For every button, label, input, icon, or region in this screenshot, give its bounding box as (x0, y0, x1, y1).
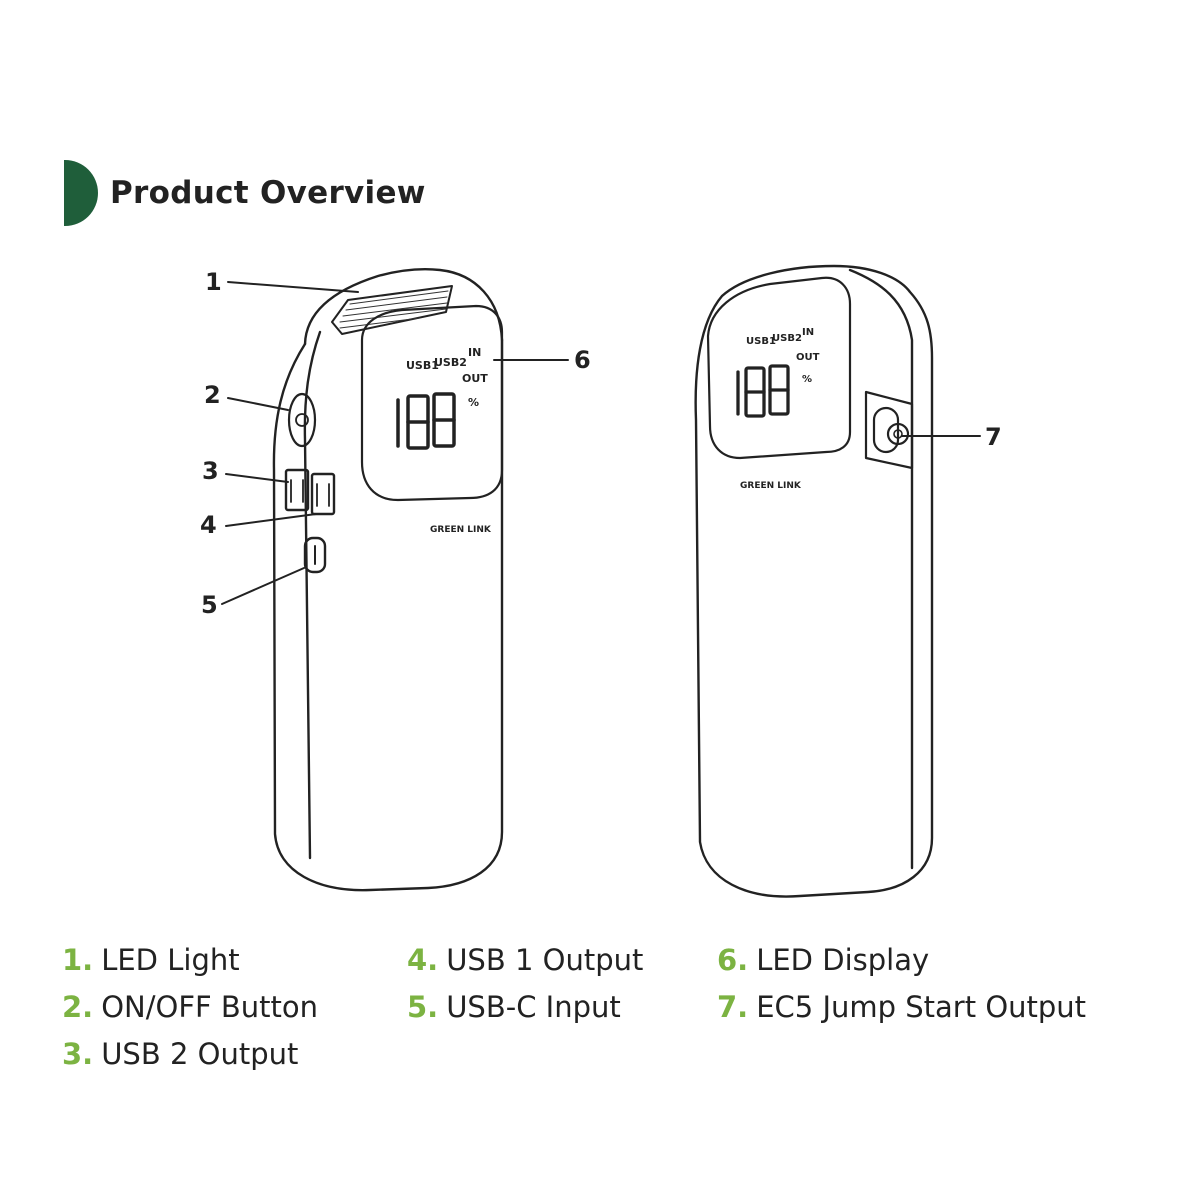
callout-3: 3 (202, 457, 219, 485)
left-lcd-usb1: USB1 (406, 359, 439, 372)
led-light-grille-texture (339, 290, 449, 329)
right-brand-text: GREEN LINK (740, 481, 802, 491)
callout-numbers: 1 2 3 4 5 6 7 (200, 268, 1002, 619)
left-lcd-percent: % (468, 396, 479, 409)
callout-5: 5 (201, 591, 218, 619)
right-display-window (706, 276, 852, 460)
usb-1-port[interactable] (310, 472, 336, 516)
legend-label: USB 1 Output (446, 943, 644, 977)
page-title: Product Overview (110, 175, 426, 211)
right-lcd-usb1: USB1 (746, 336, 776, 347)
left-lcd-in: IN (468, 346, 481, 359)
callout-1: 1 (205, 268, 222, 296)
right-device-side-edge (848, 268, 914, 870)
legend-column-1: 1.LED Light 2.ON/OFF Button 3.USB 2 Outp… (62, 940, 407, 1081)
legend-label: LED Display (756, 943, 930, 977)
left-display-window (360, 304, 504, 502)
left-display-labels: USB1 USB2 IN OUT % GREEN LINK (406, 346, 492, 535)
callout-4: 4 (200, 511, 217, 539)
led-light-grille (331, 285, 453, 335)
legend-number: 7. (717, 990, 749, 1024)
legend-number: 5. (407, 990, 439, 1024)
legend-item-usb-1-output: 4.USB 1 Output (407, 940, 717, 987)
legend: 1.LED Light 2.ON/OFF Button 3.USB 2 Outp… (62, 940, 1147, 1081)
legend-label: USB 2 Output (101, 1037, 299, 1071)
legend-item-usb-2-output: 3.USB 2 Output (62, 1034, 407, 1081)
callout-7: 7 (985, 423, 1002, 451)
legend-item-led-light: 1.LED Light (62, 940, 407, 987)
right-lcd-out: OUT (796, 352, 820, 363)
left-lcd-usb2: USB2 (434, 356, 467, 369)
right-display-digits (736, 364, 790, 418)
left-device-side-edge (303, 330, 322, 860)
legend-number: 3. (62, 1037, 94, 1071)
legend-number: 4. (407, 943, 439, 977)
left-brand-text: GREEN LINK (430, 525, 492, 535)
legend-item-led-display: 6.LED Display (717, 940, 1147, 987)
usb-port-details (290, 479, 330, 507)
legend-item-on-off-button: 2.ON/OFF Button (62, 987, 407, 1034)
legend-number: 2. (62, 990, 94, 1024)
callout-6: 6 (574, 346, 591, 374)
right-device (694, 264, 934, 898)
right-lcd-usb2: USB2 (772, 333, 802, 344)
legend-item-usb-c-input: 5.USB-C Input (407, 987, 717, 1034)
left-device (272, 268, 504, 892)
power-button[interactable] (287, 392, 317, 448)
right-display-labels: USB1 USB2 IN OUT % GREEN LINK (740, 327, 820, 491)
legend-column-3: 6.LED Display 7.EC5 Jump Start Output (717, 940, 1147, 1081)
legend-item-ec5-jump-start-output: 7.EC5 Jump Start Output (717, 987, 1147, 1034)
right-device-body (694, 264, 934, 898)
right-lcd-in: IN (802, 327, 814, 338)
legend-label: USB-C Input (446, 990, 621, 1024)
section-header: Product Overview (64, 158, 426, 228)
callout-leaders (221, 281, 981, 605)
left-lcd-out: OUT (462, 372, 488, 385)
legend-label: LED Light (101, 943, 240, 977)
legend-label: ON/OFF Button (101, 990, 319, 1024)
legend-number: 1. (62, 943, 94, 977)
legend-number: 6. (717, 943, 749, 977)
legend-label: EC5 Jump Start Output (756, 990, 1087, 1024)
callout-2: 2 (204, 381, 221, 409)
usb-2-port[interactable] (284, 468, 310, 512)
ec5-port[interactable] (864, 390, 914, 470)
left-device-body (272, 338, 504, 892)
left-display-digits (396, 392, 456, 450)
right-lcd-percent: % (802, 374, 812, 385)
left-device-back-edge (303, 268, 504, 346)
usb-c-port[interactable] (303, 536, 327, 574)
legend-column-2: 4.USB 1 Output 5.USB-C Input (407, 940, 717, 1081)
